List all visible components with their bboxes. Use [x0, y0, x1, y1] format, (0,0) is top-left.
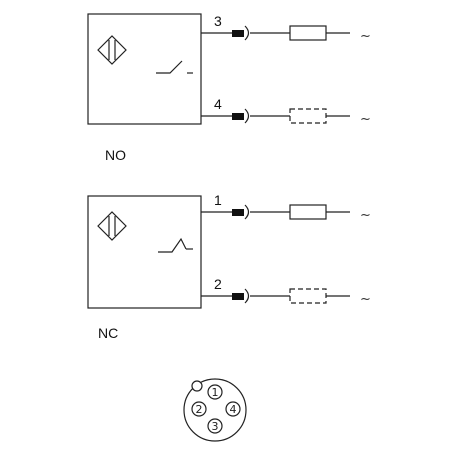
nc-wire-pin-2 [201, 288, 350, 304]
no-sensor-box [87, 13, 202, 125]
nc-end-label-1: ~ [360, 208, 371, 223]
no-optional-load-2 [289, 108, 327, 124]
nc-sensor-box [87, 195, 202, 309]
no-section-label: NO [105, 147, 126, 163]
connector-notch-icon [191, 380, 203, 392]
connector-outline [183, 378, 247, 442]
nc-pin-label-1: 1 [214, 192, 222, 208]
no-switch-symbol-icon [156, 60, 193, 74]
nc-wire-pin-1 [201, 204, 350, 220]
nc-section-label: NC [98, 325, 118, 341]
no-pin-label-2: 4 [214, 96, 222, 112]
no-pin-label-1: 3 [214, 13, 222, 29]
no-wire-pin-3 [201, 25, 350, 41]
no-sensor-group: 3 ~ 4 ~ NO [87, 13, 371, 163]
no-end-label-2: ~ [360, 112, 371, 127]
connector-pin-label-2: 2 [196, 403, 203, 416]
nc-optional-load-2 [289, 288, 327, 304]
no-wire-pin-4 [201, 108, 350, 124]
connector-pin-2: 2 [191, 401, 207, 417]
nc-sensor-symbol-icon [97, 211, 127, 241]
nc-switch-symbol-icon [158, 237, 193, 253]
connector-pin-label-4: 4 [230, 403, 237, 416]
connector-pin-label-3: 3 [212, 420, 219, 433]
no-end-label-1: ~ [360, 29, 371, 44]
no-sensor-symbol-icon [97, 35, 127, 65]
nc-sensor-group: 1 ~ 2 ~ NC [87, 192, 371, 341]
connector-pin-4: 4 [225, 401, 241, 417]
connector-pin-1: 1 [207, 384, 223, 400]
nc-end-label-2: ~ [360, 292, 371, 307]
nc-load-resistor-1 [289, 204, 327, 220]
connector-pin-3: 3 [207, 418, 223, 434]
no-load-resistor-1 [289, 25, 327, 41]
nc-pin-label-2: 2 [214, 276, 222, 292]
connector-pinout: 1 2 3 4 [183, 378, 247, 442]
connector-pin-label-1: 1 [212, 386, 219, 399]
